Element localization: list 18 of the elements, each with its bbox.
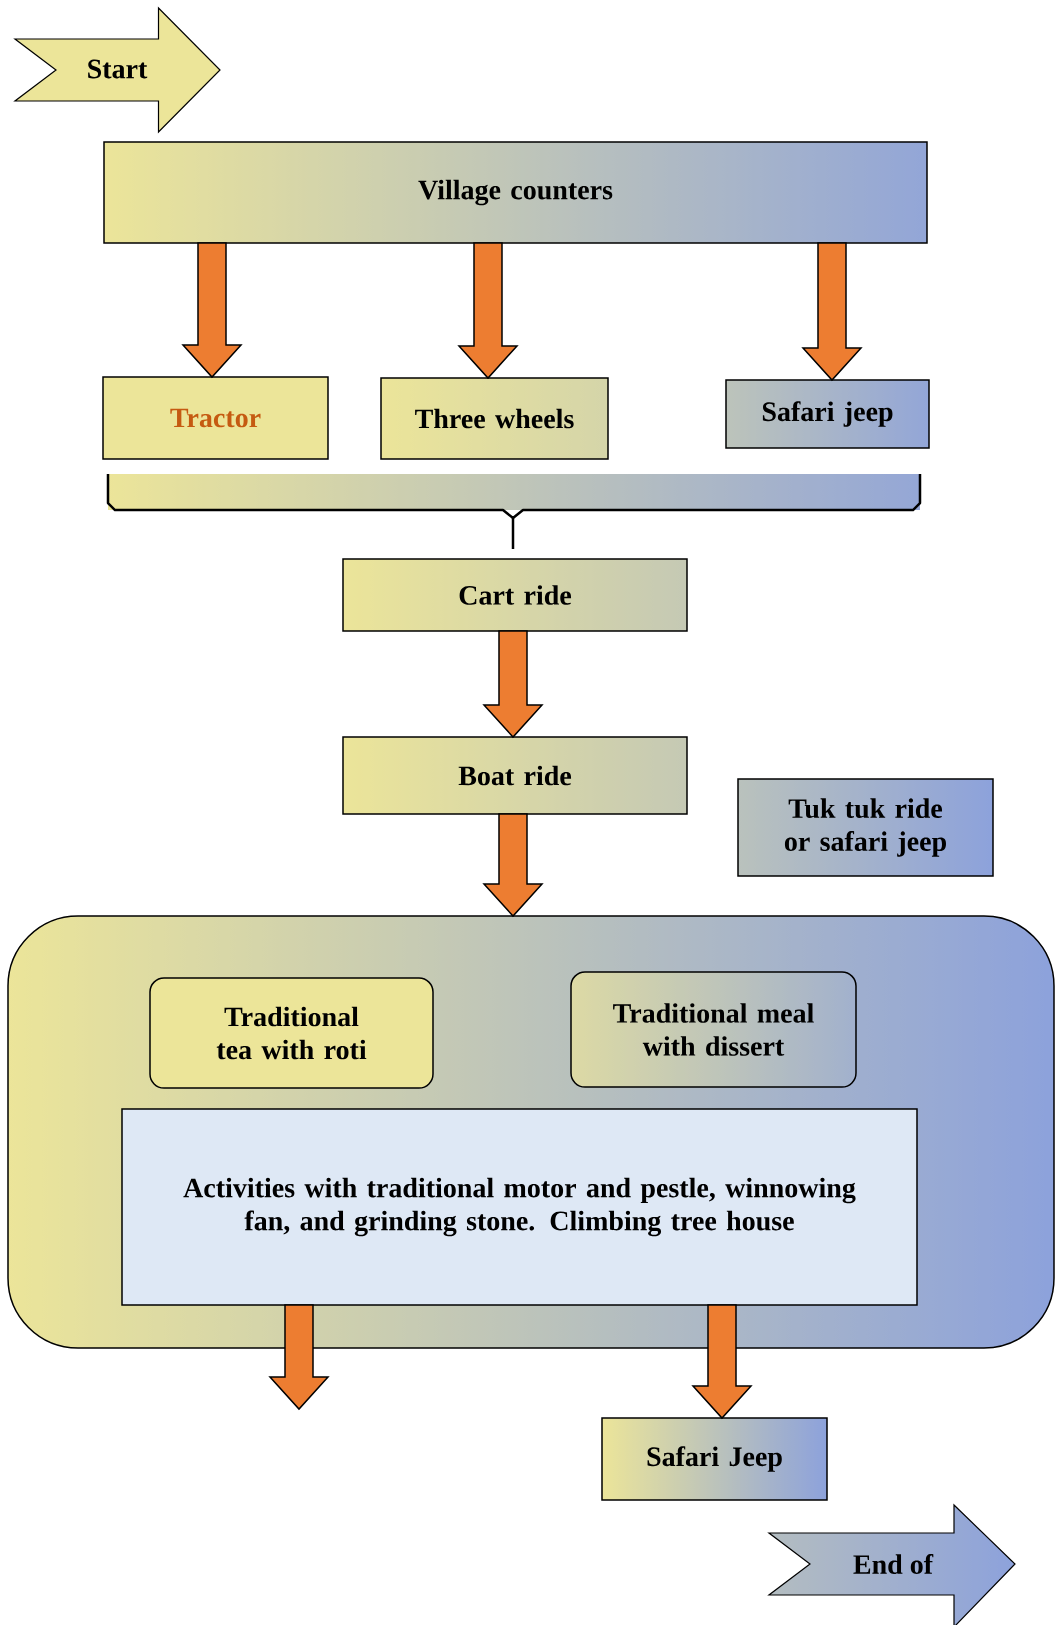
block-arrow: [268, 1304, 330, 1411]
process-box: Village counters: [103, 141, 928, 244]
rounded-box: Traditional meal with dissert: [570, 971, 857, 1088]
process-box: Tractor: [102, 376, 329, 460]
block-arrow: [457, 242, 519, 380]
activity-box: Activities with traditional motor and pestle, winnowing fan, and grinding stone. Climbing tree house: [121, 1108, 918, 1306]
process-box: Cart ride: [342, 558, 688, 632]
process-box: Boat ride: [342, 736, 688, 815]
process-box: Tuk tuk ride or safari jeep: [737, 778, 994, 877]
block-arrow: [482, 630, 544, 739]
block-arrow: [181, 242, 243, 379]
process-box: Safari Jeep: [601, 1417, 828, 1501]
rounded-box: Traditional tea with roti: [149, 977, 434, 1089]
process-box: Three wheels: [380, 377, 609, 460]
block-arrow: [691, 1304, 753, 1420]
block-arrow: [801, 242, 863, 382]
process-box: Safari jeep: [725, 379, 930, 449]
block-arrow: [482, 813, 544, 918]
